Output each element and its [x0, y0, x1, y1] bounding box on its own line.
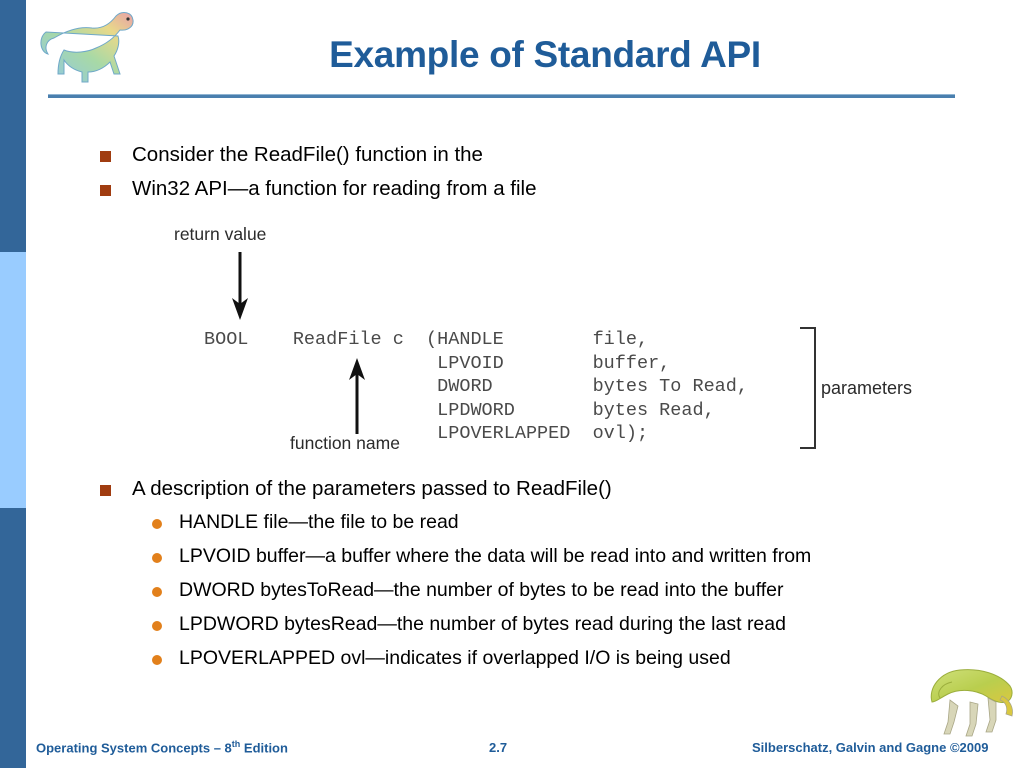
code-line-1: BOOL ReadFile c (HANDLE file,	[204, 329, 649, 350]
code-line-2: LPVOID buffer,	[204, 352, 671, 374]
slide-number: 2.7	[489, 740, 508, 755]
round-bullet-icon	[152, 553, 162, 563]
list-item: LPDWORD bytesRead—the number of bytes re…	[152, 613, 786, 635]
page-title: Example of Standard API	[329, 34, 761, 75]
code-line-5: LPOVERLAPPED ovl);	[204, 423, 649, 445]
sidebar-band-middle	[0, 252, 26, 508]
dinosaur-logo-icon	[34, 4, 138, 92]
square-bullet-icon	[100, 485, 111, 496]
title-divider	[48, 94, 955, 98]
list-item-label: LPDWORD bytesRead—the number of bytes re…	[179, 613, 786, 635]
list-item-label: DWORD bytesToRead—the number of bytes to…	[179, 579, 784, 601]
bullet-label: Consider the ReadFile() function in the	[132, 143, 483, 166]
footer-edition-ordinal: th	[231, 738, 241, 749]
bullet-label: Win32 API—a function for reading from a …	[132, 177, 537, 200]
bullet-label: A description of the parameters passed t…	[132, 477, 612, 500]
footer-edition: Operating System Concepts – 8th Edition	[36, 739, 288, 755]
code-line-4: LPDWORD bytes Read,	[204, 399, 715, 421]
round-bullet-icon	[152, 519, 162, 529]
code-line-3: DWORD bytes To Read,	[204, 376, 748, 398]
list-item: LPOVERLAPPED ovl—indicates if overlapped…	[152, 647, 731, 669]
list-item-label: LPOVERLAPPED ovl—indicates if overlapped…	[179, 647, 731, 669]
list-item: HANDLE file—the file to be read	[152, 511, 459, 533]
code-signature: BOOL ReadFile c (HANDLE file, LPVOID buf…	[204, 328, 748, 446]
square-bullet-icon	[100, 151, 111, 162]
footer-edition-pre: Operating System Concepts – 8	[36, 740, 232, 755]
list-item: LPVOID buffer—a buffer where the data wi…	[152, 545, 812, 567]
bullet-win32-api: Win32 API—a function for reading from a …	[100, 177, 537, 200]
function-name-annotation: function name	[290, 433, 400, 453]
footer-copyright: Silberschatz, Galvin and Gagne ©2009	[752, 740, 989, 755]
list-item: DWORD bytesToRead—the number of bytes to…	[152, 579, 784, 601]
sidebar-band-top	[0, 0, 26, 252]
parameters-bracket	[800, 327, 816, 449]
arrow-up-icon	[345, 358, 369, 434]
bullet-description-heading: A description of the parameters passed t…	[100, 477, 612, 500]
parameters-annotation: parameters	[821, 378, 913, 398]
square-bullet-icon	[100, 185, 111, 196]
dimetrodon-logo-icon	[926, 662, 1018, 740]
return-value-annotation: return value	[174, 224, 267, 244]
list-item-label: HANDLE file—the file to be read	[179, 511, 459, 533]
arrow-down-icon	[228, 252, 252, 320]
round-bullet-icon	[152, 587, 162, 597]
list-item-label: LPVOID buffer—a buffer where the data wi…	[179, 545, 812, 567]
sidebar-band-bottom	[0, 508, 26, 768]
round-bullet-icon	[152, 621, 162, 631]
footer-edition-post: Edition	[240, 740, 288, 755]
round-bullet-icon	[152, 655, 162, 665]
bullet-consider-readfile: Consider the ReadFile() function in the	[100, 143, 483, 166]
